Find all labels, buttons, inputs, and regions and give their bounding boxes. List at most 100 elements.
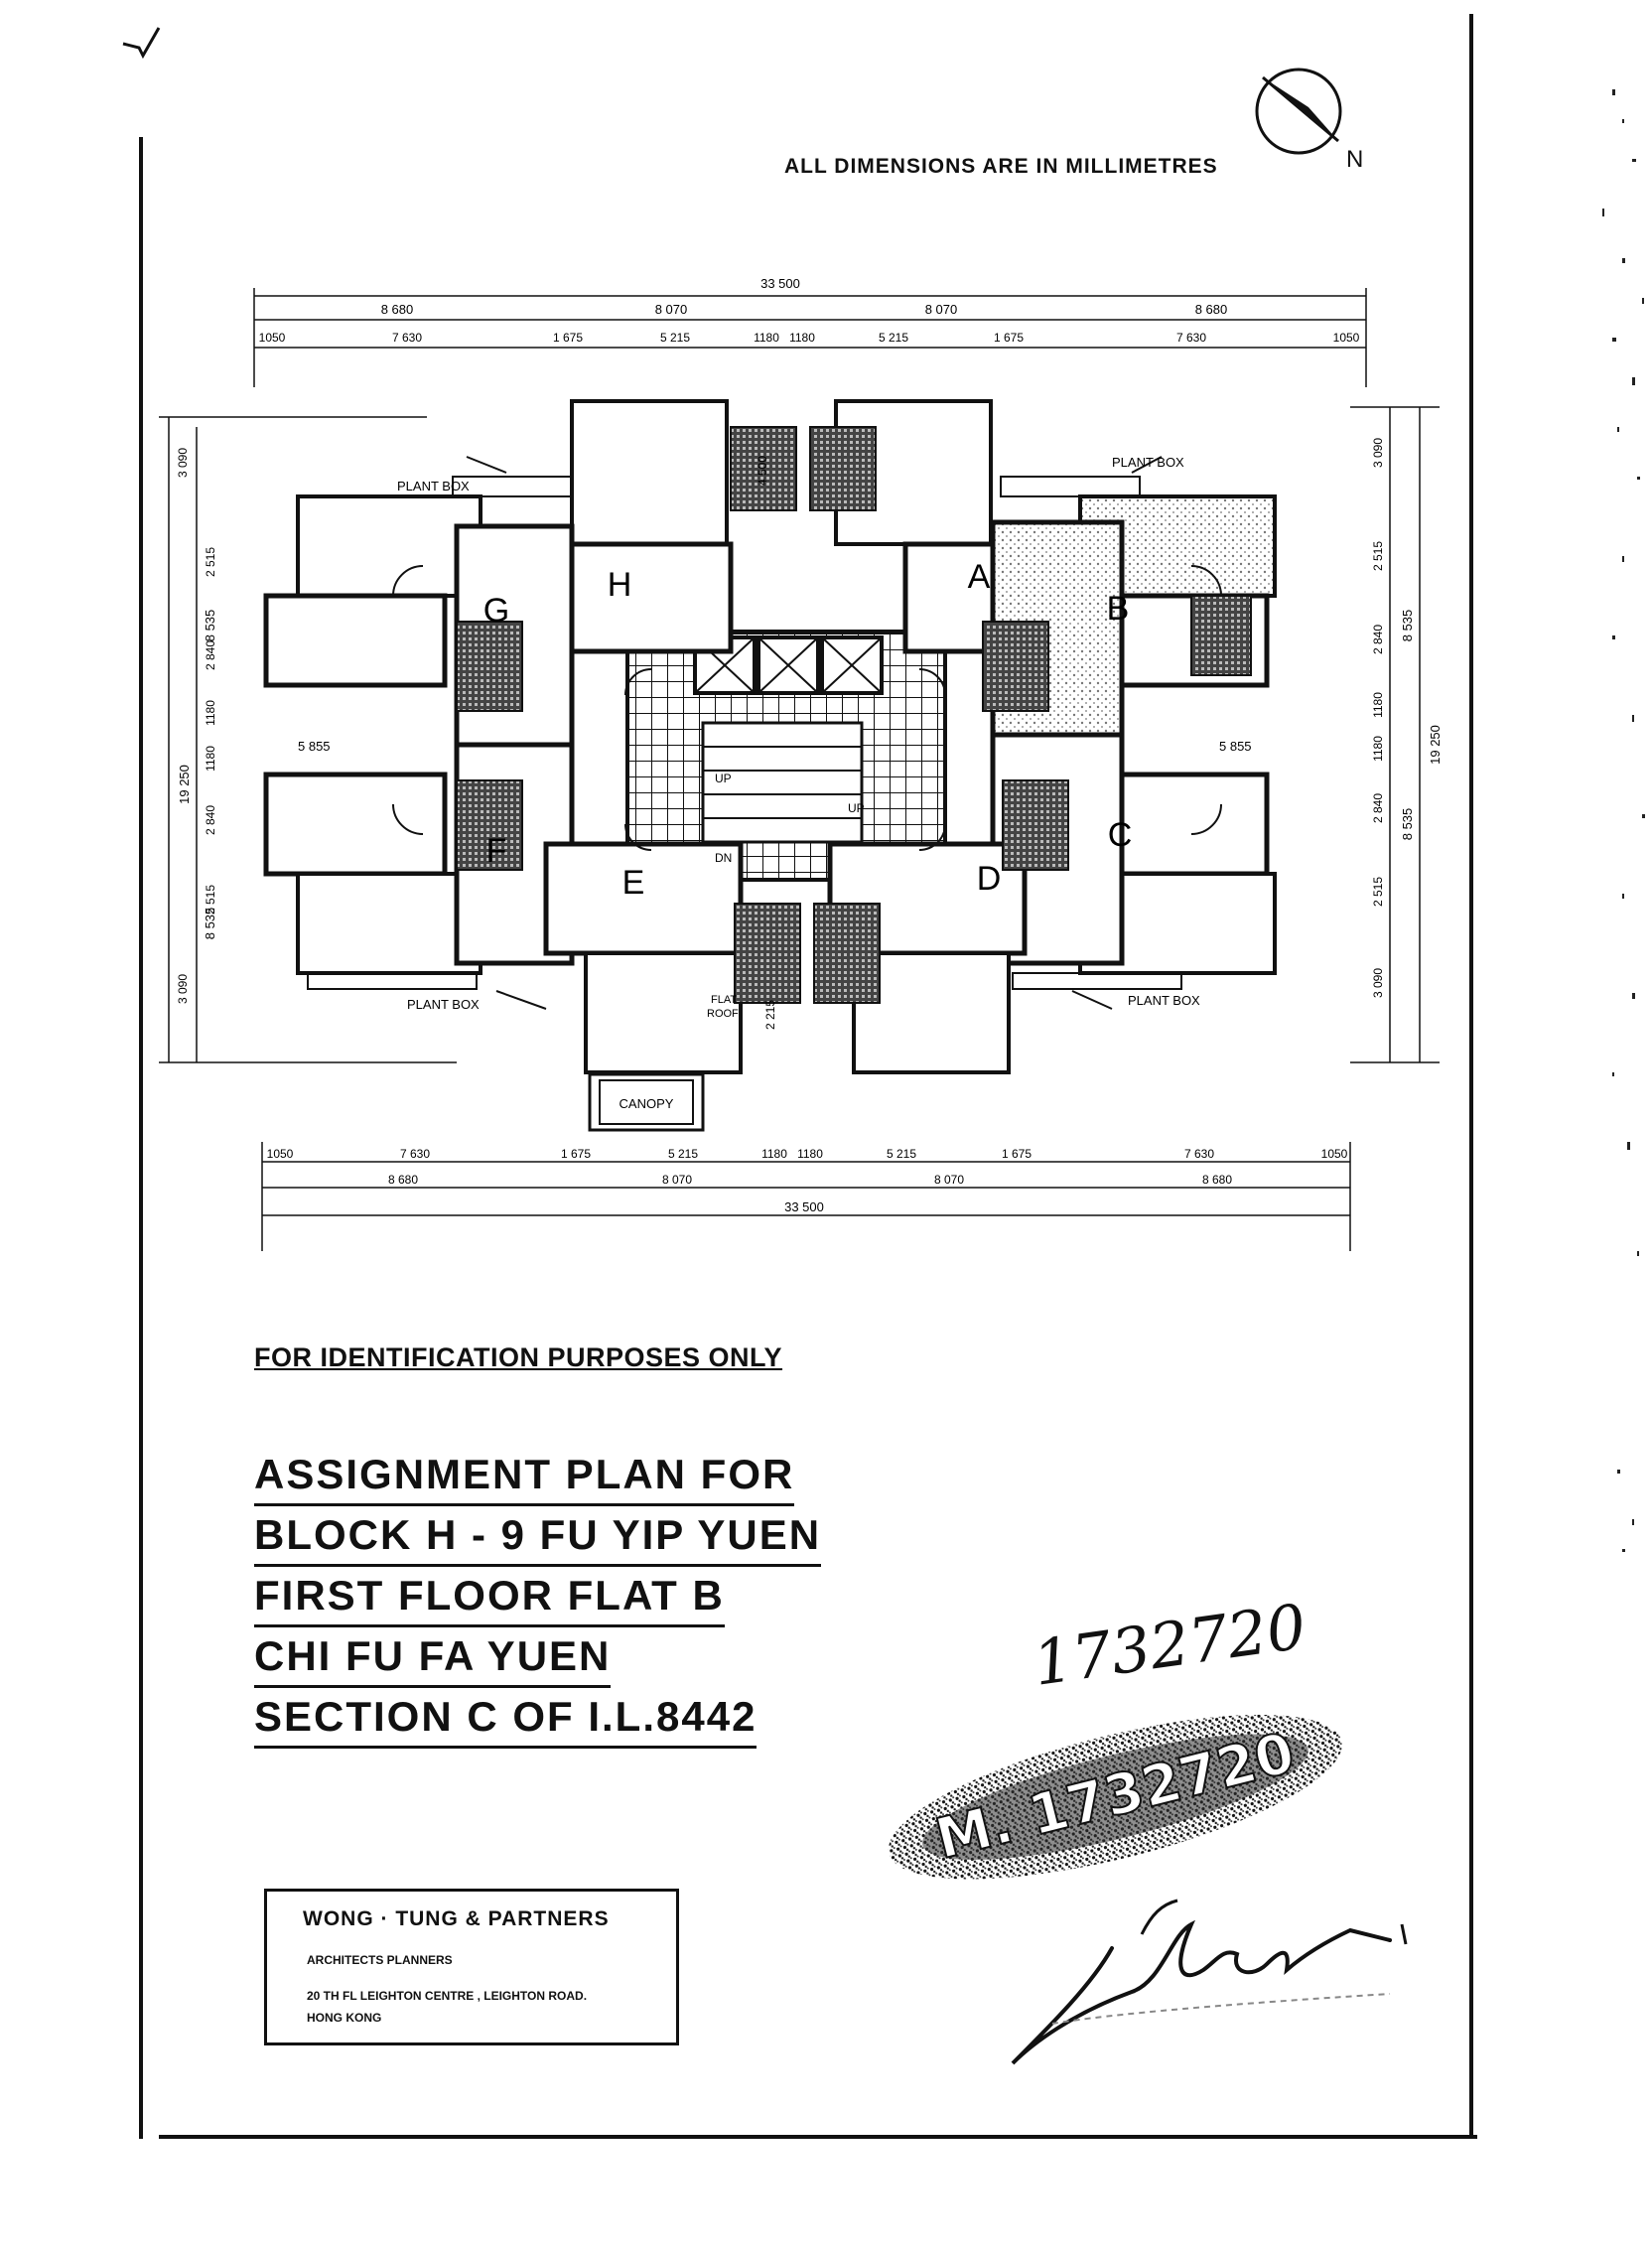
side-dimension-lines	[159, 406, 1440, 1063]
top-sub-dim-7: 5 215	[879, 331, 908, 345]
plant-box-label-4: PLANT BOX	[1128, 993, 1200, 1008]
top-dim-4: 8 680	[1195, 302, 1228, 317]
flat-label-a: A	[968, 558, 991, 596]
top-sub-dim-5: 1180	[754, 331, 779, 345]
top-sub-dim-9: 7 630	[1176, 331, 1206, 345]
identification-note: FOR IDENTIFICATION PURPOSES ONLY	[254, 1342, 783, 1372]
stair-up-label-1: UP	[715, 772, 732, 785]
flat-roof-label-2: ROOF	[707, 1008, 739, 1020]
right-seg-6: 2 840	[1371, 793, 1385, 823]
top-dim-2: 8 070	[655, 302, 688, 317]
signature	[1011, 1899, 1408, 2065]
title-line-4: CHI FU FA YUEN	[254, 1627, 612, 1688]
title-line-5: SECTION C OF I.L.8442	[254, 1688, 757, 1749]
plant-box-label-2: PLANT BOX	[1112, 455, 1184, 470]
door-swings	[392, 565, 1222, 851]
top-sub-dim-6: 1180	[789, 331, 815, 345]
bottom-overall-dim: 33 500	[784, 1199, 824, 1214]
sheet-frame-right	[1469, 14, 1473, 2139]
title-line-1: ASSIGNMENT PLAN FOR	[254, 1446, 795, 1506]
top-sub-dim-1: 1050	[259, 331, 286, 345]
plant-box-outlines	[307, 456, 1182, 1010]
sheet-frame-bottom	[159, 2135, 1477, 2139]
right-seg-8: 3 090	[1371, 968, 1385, 998]
stair-dn-label: DN	[715, 851, 732, 865]
flat-label-f: F	[486, 832, 507, 870]
right-seg-7: 2 515	[1371, 877, 1385, 907]
bottom-sub-dim-6: 1180	[797, 1147, 823, 1161]
left-lower-dim: 8 535	[203, 908, 217, 940]
bottom-sub-dim-3: 1 675	[561, 1147, 591, 1161]
bathroom-zones	[456, 426, 1252, 1004]
check-mark-icon	[122, 27, 161, 60]
right-upper-dim: 8 535	[1400, 610, 1415, 642]
left-seg-4: 1180	[204, 700, 217, 726]
right-seg-5: 1180	[1371, 736, 1385, 762]
bottom-dim-4: 8 680	[1202, 1173, 1232, 1187]
right-overall-dim: 19 250	[1428, 725, 1443, 765]
firm-name: WONG · TUNG & PARTNERS	[303, 1907, 610, 1930]
left-upper-dim: 8 535	[203, 610, 217, 642]
sheet-frame-left	[139, 137, 143, 2139]
left-seg-5: 1180	[204, 746, 217, 772]
right-seg-2: 2 515	[1371, 541, 1385, 571]
top-overall-dim: 33 500	[760, 276, 800, 291]
dim-2215: 2 215	[763, 1000, 777, 1030]
flat-label-d: D	[977, 860, 1002, 898]
architect-stamp-box: WONG · TUNG & PARTNERS ARCHITECTS PLANNE…	[264, 1889, 679, 2045]
top-sub-dim-4: 5 215	[660, 331, 690, 345]
left-seg-2: 2 515	[204, 547, 217, 577]
left-seg-6: 2 840	[204, 805, 217, 835]
scan-noise	[1602, 89, 1645, 1552]
title-line-2: BLOCK H - 9 FU YIP YUEN	[254, 1506, 822, 1567]
left-overall-dim: 19 250	[177, 765, 192, 804]
bottom-sub-dim-7: 5 215	[887, 1147, 916, 1161]
north-label: N	[1346, 146, 1363, 173]
dim-5855-left: 5 855	[298, 739, 331, 754]
bottom-dim-2: 8 070	[662, 1173, 692, 1187]
top-dimension-lines	[253, 288, 1367, 387]
firm-subtitle: ARCHITECTS PLANNERS	[307, 1953, 453, 1967]
right-seg-1: 3 090	[1371, 438, 1385, 468]
bottom-dim-3: 8 070	[934, 1173, 964, 1187]
flat-label-g: G	[483, 592, 509, 630]
dim-5855-right: 5 855	[1219, 739, 1252, 754]
bottom-sub-dim-9: 7 630	[1184, 1147, 1214, 1161]
canopy-label: CANOPY	[620, 1096, 674, 1111]
top-sub-dim-10: 1050	[1333, 331, 1360, 345]
plant-box-label-1: PLANT BOX	[397, 479, 470, 493]
title-block: ASSIGNMENT PLAN FOR BLOCK H - 9 FU YIP Y…	[254, 1446, 822, 1749]
firm-address-line-1: 20 TH FL LEIGHTON CENTRE , LEIGHTON ROAD…	[307, 1989, 588, 2003]
flat-label-c: C	[1108, 816, 1133, 854]
flat-label-b: B	[1107, 590, 1130, 628]
top-dim-3: 8 070	[925, 302, 958, 317]
flat-roof-label-1: FLAT	[711, 994, 737, 1006]
bottom-sub-dim-8: 1 675	[1002, 1147, 1032, 1161]
right-lower-dim: 8 535	[1400, 808, 1415, 841]
flat-label-e: E	[622, 864, 645, 902]
title-line-3: FIRST FLOOR FLAT B	[254, 1567, 725, 1627]
dim-4500: 4 500	[756, 456, 769, 486]
north-arrow-icon: N	[1255, 68, 1363, 173]
flat-label-h: H	[608, 566, 632, 604]
bottom-sub-dim-1: 1050	[267, 1147, 294, 1161]
floor-plan: 33 500 8 680 8 070 8 070 8 680 1050 7 63…	[159, 276, 1443, 1251]
left-seg-3: 2 840	[204, 640, 217, 670]
top-sub-dim-8: 1 675	[994, 331, 1024, 345]
left-seg-1: 3 090	[176, 448, 190, 478]
bottom-sub-dim-5: 1180	[761, 1147, 787, 1161]
dimensions-note: ALL DIMENSIONS ARE IN MILLIMETRES	[784, 155, 1218, 178]
right-seg-4: 1180	[1371, 692, 1385, 718]
top-sub-dim-3: 1 675	[553, 331, 583, 345]
registry-stamp: M. 1732720	[888, 1714, 1342, 1880]
top-sub-dim-2: 7 630	[392, 331, 422, 345]
top-dim-1: 8 680	[381, 302, 414, 317]
right-seg-3: 2 840	[1371, 625, 1385, 654]
bottom-dimension-lines	[261, 1142, 1351, 1251]
bottom-dim-1: 8 680	[388, 1173, 418, 1187]
handwritten-memorial-number: 1732720	[1029, 1590, 1310, 1700]
left-seg-7: 2 515	[204, 885, 217, 915]
bottom-sub-dim-2: 7 630	[400, 1147, 430, 1161]
left-seg-8: 3 090	[176, 974, 190, 1004]
